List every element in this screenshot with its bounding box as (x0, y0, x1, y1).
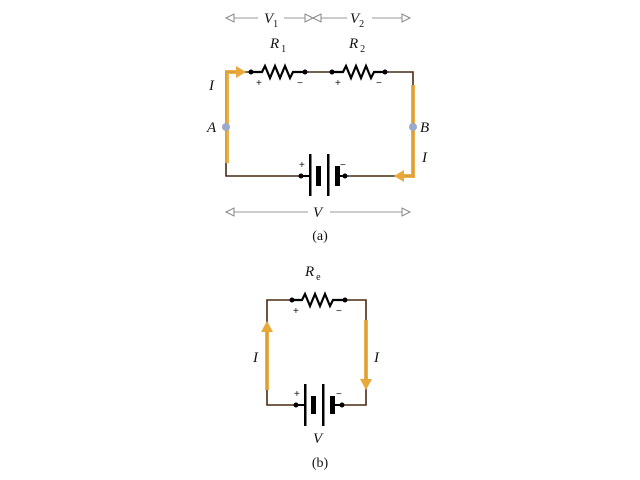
current-label-a-left: I (208, 78, 215, 94)
caption-b: (b) (312, 456, 329, 471)
r2-plus-sign: + (335, 78, 341, 89)
battery-b-minus-sign: − (336, 389, 342, 400)
r1-minus-sign: − (297, 78, 303, 89)
node-a-label: A (206, 120, 217, 136)
r2-minus-sign: − (376, 78, 382, 89)
battery-a (298, 154, 348, 196)
battery-a-plus-sign: + (299, 160, 305, 171)
battery-b (293, 384, 345, 426)
node-b-dot (409, 123, 417, 131)
current-label-b-right: I (373, 350, 380, 366)
r1-plus-sign: + (256, 78, 262, 89)
wire-loop-a (225, 71, 414, 177)
v2-label: V2 (350, 11, 364, 30)
wire-loop-b (266, 299, 367, 406)
current-arrow-a-left (225, 66, 246, 163)
current-label-b-left: I (252, 350, 259, 366)
voltage-label-a: V (313, 205, 324, 221)
resistor-r1 (248, 63, 308, 81)
resistor-re (289, 291, 348, 309)
node-b-label: B (420, 120, 429, 136)
re-minus-sign: − (336, 306, 342, 317)
v1-label: V1 (264, 11, 278, 30)
v2-measure-arrow (311, 13, 412, 23)
current-arrow-a-right (394, 85, 415, 182)
node-a-dot (222, 123, 230, 131)
battery-a-minus-sign: − (340, 160, 346, 171)
resistor-r2 (329, 63, 388, 81)
v1-measure-arrow (224, 13, 315, 23)
v-measure-arrow (224, 207, 412, 217)
re-plus-sign: + (293, 306, 299, 317)
battery-b-plus-sign: + (294, 389, 300, 400)
current-label-a-right: I (421, 150, 428, 166)
current-arrow-b-left (261, 321, 273, 390)
voltage-label-b: V (313, 431, 324, 447)
caption-a: (a) (312, 229, 328, 244)
current-arrow-b-right (360, 320, 372, 390)
